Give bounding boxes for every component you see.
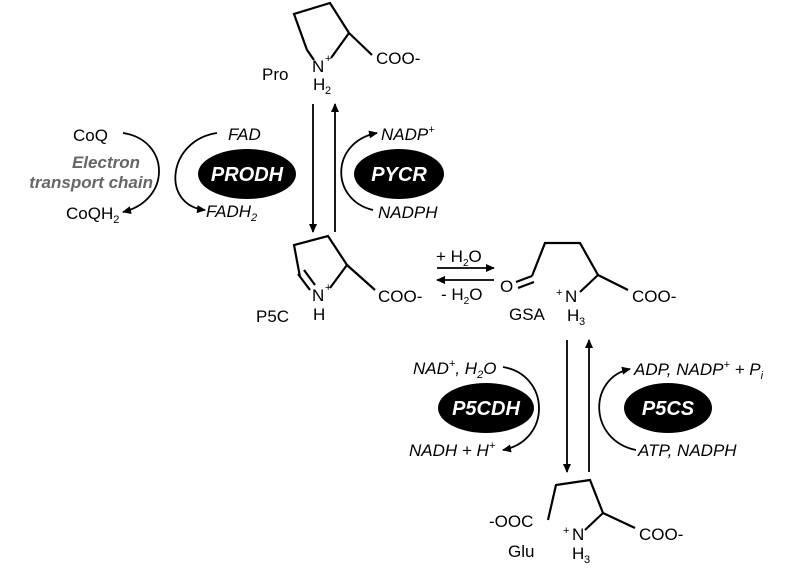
p5cdh-label: P5CDH — [452, 398, 520, 420]
p5c-n: N — [312, 286, 324, 305]
pro-carboxylate: COO- — [376, 49, 420, 68]
coqh2-label: CoQH2 — [66, 204, 119, 226]
gsa-n: N — [565, 287, 577, 306]
p5c-structure: N + H COO- P5C — [256, 234, 422, 326]
p5cs-ellipse — [624, 383, 712, 433]
p5c-double-bond-1 — [297, 273, 311, 291]
p5c-n-plus: + — [325, 282, 331, 294]
nadph-label: NADPH — [378, 203, 438, 222]
p5c-label: P5C — [256, 307, 289, 326]
p5cdh-ellipse — [438, 383, 534, 433]
glu-h: H — [572, 544, 584, 563]
glu-ca-n-bond — [584, 512, 604, 531]
nad-h2o-label: NAD+, H2O — [413, 358, 496, 381]
pro-h: H — [313, 75, 325, 94]
gsa-h: H — [567, 306, 579, 325]
p5c-h: H — [313, 305, 325, 324]
atp-to-adp-arrow — [598, 366, 637, 451]
fad-to-fadh2-arrow — [174, 132, 218, 214]
glu-carboxylate: COO- — [639, 525, 683, 544]
gsa-structure: O + N H 3 COO- GSA — [500, 241, 676, 328]
prodh-ellipse — [198, 149, 296, 199]
prodh-label: PRODH — [211, 164, 284, 186]
p5c-ring-bond-cn — [329, 264, 348, 289]
glu-label: Glu — [508, 542, 534, 561]
gsa-carboxylate: COO- — [632, 287, 676, 306]
p5c-ring-bonds — [292, 234, 348, 278]
pycr-module: PYCR NADP+ NADPH — [340, 124, 444, 222]
gsa-aldehyde-bond-2 — [517, 280, 535, 290]
pro-ring-bond-n — [306, 49, 315, 61]
fadh2-label: FADH2 — [206, 202, 257, 224]
adp-label: ADP, NADP+ + Pi — [633, 359, 764, 382]
pycr-label: PYCR — [371, 164, 427, 186]
pycr-ellipse — [354, 149, 444, 199]
p5cdh-module: P5CDH NAD+, H2O NADH + H+ — [409, 358, 540, 460]
nadh-label: NADH + H+ — [409, 440, 496, 460]
glu-structure: -OOC + N H 3 COO- Glu — [489, 478, 683, 566]
pro-carboxyl-bond — [348, 32, 373, 56]
gsa-aldehyde-bond-1 — [515, 274, 533, 284]
nad-to-nadh-arrow — [502, 366, 540, 453]
glu-n: N — [572, 525, 584, 544]
prodh-module: PRODH FAD FADH2 CoQ CoQH2 Electron trans… — [29, 125, 296, 226]
glu-h-sub: 3 — [584, 554, 590, 566]
fad-label: FAD — [228, 125, 261, 144]
proline-structure: N + H 2 COO- Pro — [262, 1, 420, 97]
pro-h-sub: 2 — [325, 85, 331, 97]
pro-n: N — [312, 57, 324, 76]
gsa-ca-n-bond — [579, 274, 599, 293]
coq-label: CoQ — [73, 126, 108, 145]
p5cs-label: P5CS — [642, 398, 695, 420]
nadp-label: NADP+ — [381, 124, 435, 144]
p5c-carboxyl-bond — [346, 264, 376, 291]
p5c-double-bond-2 — [303, 269, 316, 286]
pro-label: Pro — [262, 65, 288, 84]
glu-side-carboxylate: -OOC — [489, 512, 533, 531]
etc-label-line1: Electron — [72, 153, 140, 172]
coq-to-coqh2-arrow — [122, 132, 160, 214]
gsa-o: O — [500, 277, 513, 296]
gsa-h-sub: 3 — [579, 316, 585, 328]
nadph-to-nadp-arrow — [340, 130, 378, 211]
pro-n-plus: + — [325, 53, 331, 65]
glu-n-plus: + — [563, 525, 569, 537]
pro-ring-bonds — [292, 1, 350, 51]
gsa-carboxyl-bond — [597, 274, 629, 291]
gsa-n-plus: + — [556, 287, 562, 299]
gsa-label: GSA — [509, 305, 546, 324]
glu-carboxyl-bond — [602, 512, 636, 529]
atp-label: ATP, NADPH — [637, 441, 737, 460]
hydration-label: + H2O — [436, 247, 482, 269]
glu-chain-bonds — [546, 478, 605, 521]
dehydration-label: - H2O — [441, 285, 482, 307]
etc-label-line2: transport chain — [29, 173, 153, 192]
pro-ring-bond-cn — [330, 32, 350, 59]
gsa-chain-bonds — [530, 241, 599, 277]
p5c-carboxylate: COO- — [378, 287, 422, 306]
p5cs-module: P5CS ADP, NADP+ + Pi ATP, NADPH — [598, 359, 764, 460]
